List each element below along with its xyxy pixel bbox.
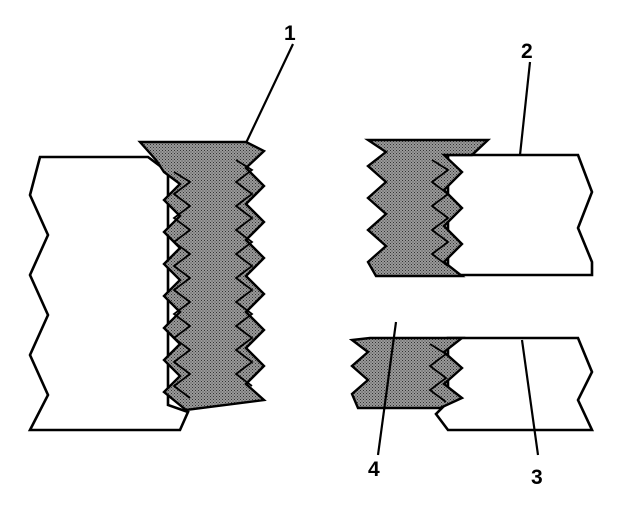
- left-workpiece-block: [27, 155, 190, 432]
- left-thread-flank-lines: [172, 171, 192, 399]
- callout-1: 1: [284, 22, 296, 45]
- right-top-thread-insert: [364, 138, 492, 278]
- right-bottom-block: [434, 336, 595, 432]
- right-bottom-thread-insert: [348, 336, 466, 410]
- callout-4: 4: [368, 458, 380, 481]
- callout-2: 2: [521, 40, 533, 63]
- callout-3: 3: [531, 466, 543, 489]
- leader-line-3: [520, 339, 540, 456]
- leader-line-4: [376, 321, 398, 456]
- right-top-thread-flank-lines: [430, 159, 450, 267]
- right-bottom-thread-flank-lines: [428, 343, 448, 403]
- left-thread-flank-lines-2: [234, 159, 254, 387]
- leader-line-1: [245, 43, 294, 144]
- right-top-block: [446, 153, 594, 277]
- leader-line-2: [518, 61, 532, 156]
- left-thread-insert: [137, 140, 267, 412]
